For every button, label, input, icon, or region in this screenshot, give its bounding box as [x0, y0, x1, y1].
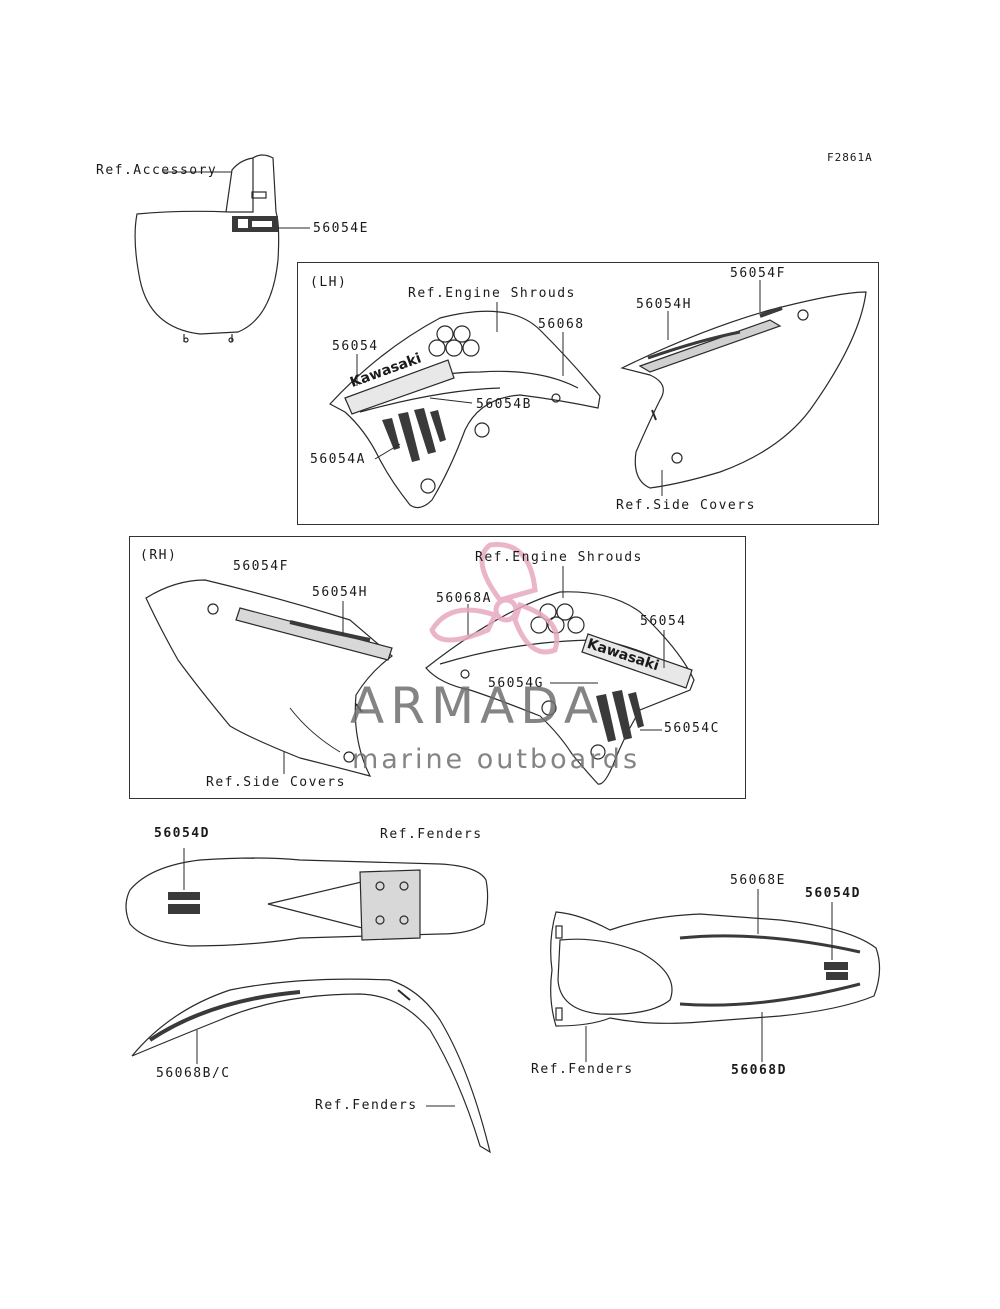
rear-label-56068E[interactable]: 56068E: [730, 873, 786, 888]
lh-label-ref-engine-shrouds[interactable]: Ref.Engine Shrouds: [408, 286, 576, 301]
front-fender-top-part: [125, 848, 489, 947]
rh-label-56054F[interactable]: 56054F: [233, 559, 289, 574]
front-label-ref-fenders-top[interactable]: Ref.Fenders: [380, 827, 483, 842]
rh-side-cover-part: [145, 579, 393, 777]
lh-label-56054F[interactable]: 56054F: [730, 266, 786, 281]
lh-leader-lines: [356, 280, 761, 496]
rh-label-ref-side-covers[interactable]: Ref.Side Covers: [206, 775, 346, 790]
number-plate-part: [134, 154, 310, 343]
lh-engine-shroud-part: [329, 310, 601, 509]
rh-panel-frame: [129, 536, 746, 799]
rh-engine-shroud-part: [425, 591, 695, 785]
rh-label-56054C[interactable]: 56054C: [664, 721, 720, 736]
label-56054E[interactable]: 56054E: [313, 221, 369, 236]
rear-fender-part: [550, 889, 881, 1062]
watermark-brand: ARMADA: [350, 677, 605, 735]
front-label-ref-fenders-side[interactable]: Ref.Fenders: [315, 1098, 418, 1113]
watermark-logo: [429, 542, 560, 655]
lh-panel-frame: [297, 262, 879, 525]
decal-56054D-rear: [824, 962, 848, 980]
figure-code: F2861A: [827, 151, 873, 164]
lh-label-56054A[interactable]: 56054A: [310, 452, 366, 467]
rh-label-ref-engine-shrouds[interactable]: Ref.Engine Shrouds: [475, 550, 643, 565]
rh-label-56054G[interactable]: 56054G: [488, 676, 544, 691]
label-ref-accessory[interactable]: Ref.Accessory: [96, 163, 218, 178]
lh-label-ref-side-covers[interactable]: Ref.Side Covers: [616, 498, 756, 513]
lh-label-56068[interactable]: 56068: [538, 317, 585, 332]
rh-label-56054[interactable]: 56054: [640, 614, 687, 629]
rear-label-56068D[interactable]: 56068D: [731, 1063, 787, 1078]
decal-56054E: [232, 216, 278, 232]
front-label-56054D[interactable]: 56054D: [154, 826, 210, 841]
lh-label-56054H[interactable]: 56054H: [636, 297, 692, 312]
watermark-tagline: marine outboards: [352, 744, 641, 775]
rh-label-56054H[interactable]: 56054H: [312, 585, 368, 600]
decal-56054D-front: [168, 892, 200, 914]
rh-label-56068A[interactable]: 56068A: [436, 591, 492, 606]
lh-label-56054[interactable]: 56054: [332, 339, 379, 354]
lh-side-cover-part: [620, 291, 867, 489]
rear-label-56054D[interactable]: 56054D: [805, 886, 861, 901]
lh-panel-tag: (LH): [310, 275, 348, 290]
rear-label-ref-fenders[interactable]: Ref.Fenders: [531, 1062, 634, 1077]
rh-panel-tag: (RH): [140, 548, 178, 563]
front-fender-side-part: [131, 978, 491, 1154]
front-label-56068BC[interactable]: 56068B/C: [156, 1066, 231, 1081]
lh-label-56054B[interactable]: 56054B: [476, 397, 532, 412]
